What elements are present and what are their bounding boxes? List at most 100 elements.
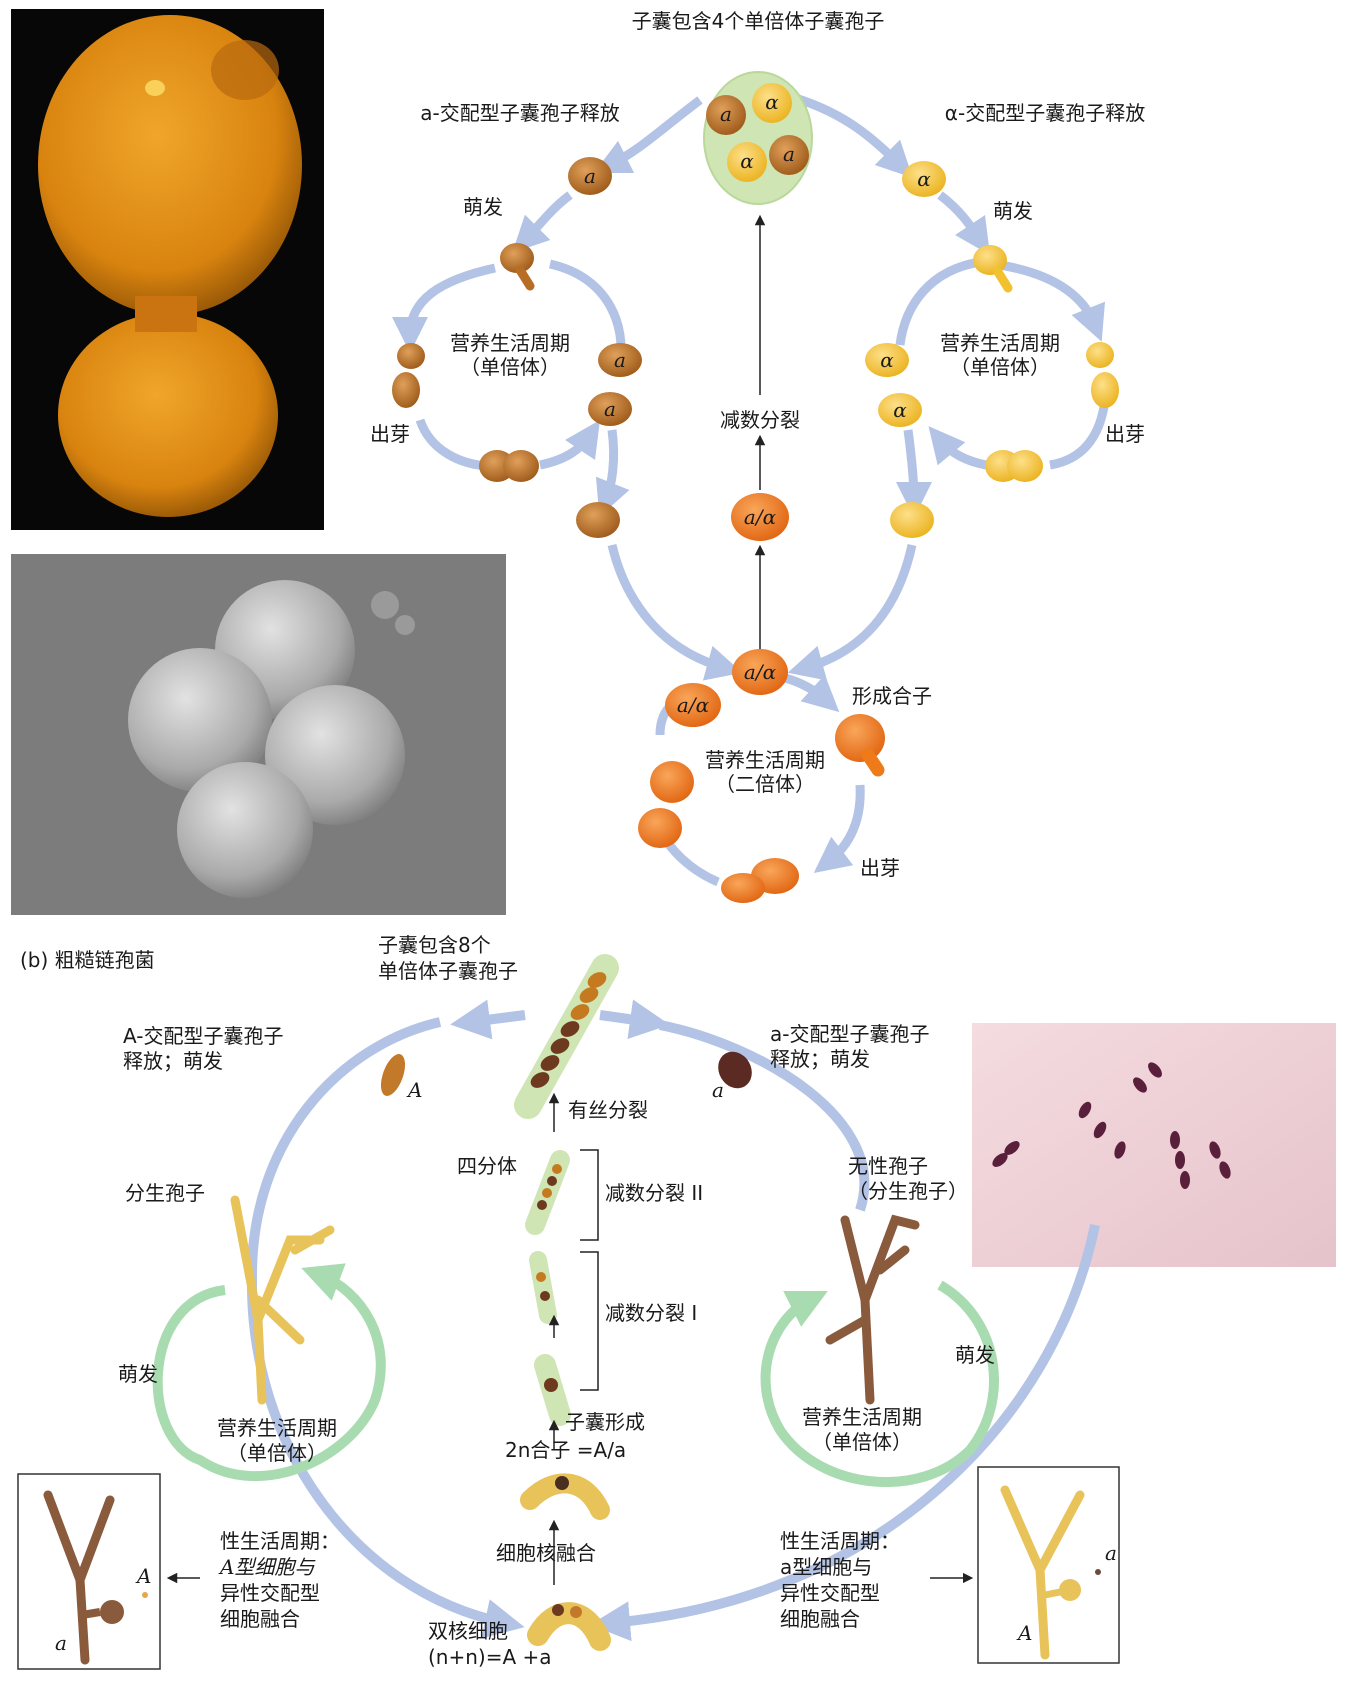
conidia-label-right: （分生孢子）: [848, 1179, 968, 1203]
panel-b-title: (b) 粗糙链孢菌: [20, 948, 155, 972]
alpha-loop-top-left: [895, 257, 981, 346]
a-loop-top-left: [392, 263, 496, 353]
spore-A: [380, 1054, 406, 1096]
ascus-spore-label: a: [720, 102, 732, 126]
ascus-spore-label: α: [765, 90, 779, 114]
cell-label: a: [614, 348, 626, 372]
mitosis-label: 有丝分裂: [568, 1098, 648, 1122]
nuclear-fusion-label: 细胞核融合: [496, 1541, 596, 1565]
a-cells: a a a: [392, 157, 642, 538]
outer-cycle-right-top: [659, 1020, 870, 1212]
diploid-loop-top: [783, 673, 840, 713]
meiosis1-bracket: [580, 1251, 599, 1391]
vegetative-cycle-left: [152, 1263, 386, 1481]
inset-right: A a: [977, 1466, 1120, 1664]
ascus-formation-stage: [534, 1354, 571, 1426]
A-release-label: 释放；萌发: [123, 1049, 223, 1073]
ascus-spore-label: α: [740, 149, 754, 173]
budding-label-diploid: 出芽: [860, 856, 900, 880]
sexual-cycle-label-right: 性生活周期：: [780, 1529, 900, 1553]
germinate-label-left: 萌发: [463, 195, 503, 219]
sexual-cycle-label-left: 异性交配型: [220, 1581, 320, 1605]
vegetative-cycle-label-left: 营养生活周期: [217, 1416, 337, 1440]
sexual-cycle-label-left: A型细胞与: [218, 1555, 316, 1579]
inset-left-small-label: A: [135, 1564, 151, 1588]
meiosis1-stage: [529, 1251, 557, 1324]
cell-label: α: [917, 167, 931, 191]
meiosis2-bracket: [580, 1149, 599, 1241]
zygote-stage: [520, 1473, 610, 1520]
neurospora-life-cycle: (b) 粗糙链孢菌: [17, 933, 1120, 1670]
germinate-label-left: 萌发: [118, 1362, 158, 1386]
yellow-hypha-left: [230, 1195, 335, 1405]
diploid-cells: a/α a/α a/α: [638, 493, 885, 903]
alpha-loop-bottom-right: [1049, 399, 1110, 470]
tetrad-label: 四分体: [457, 1154, 517, 1178]
a-loop-bottom-left: [415, 418, 491, 471]
sexual-cycle-label-left: 性生活周期：: [220, 1529, 340, 1553]
dikaryon-stage: [527, 1602, 611, 1651]
budding-label-left: 出芽: [370, 422, 410, 446]
ascus-title: 子囊包含4个单倍体子囊孢子: [632, 9, 885, 33]
alpha-cells: α α α: [865, 161, 1119, 538]
arrow-alpha-to-zygote: [787, 544, 917, 681]
haploid-cycle-label-right: 营养生活周期: [940, 331, 1060, 355]
vegetative-cycle-label-right: （单倍体）: [812, 1430, 912, 1454]
zygote-label: 2n合子 =A/a: [505, 1438, 626, 1462]
spore-a: [718, 1051, 752, 1089]
dikaryon-label: (n+n)=A +a: [428, 1645, 552, 1669]
arrow-alpha-germinate: [937, 191, 990, 255]
vegetative-cycle-label-left: （单倍体）: [227, 1441, 327, 1465]
yeast-life-cycle: a α α a a a a α: [370, 9, 1145, 903]
vegetative-cycle-right: [760, 1280, 999, 1488]
meiosis1-label: 减数分裂 I: [605, 1301, 697, 1325]
outer-cycle-right: [590, 1223, 1100, 1642]
germinate-label-right: 萌发: [993, 199, 1033, 223]
arrow-to-A-spore: [450, 999, 526, 1040]
ascus-eight-spores: [514, 954, 619, 1119]
haploid-cycle-label-left: （单倍体）: [460, 355, 560, 379]
arrow-ascus-to-a: [593, 96, 703, 174]
conidia-label-left: 分生孢子: [125, 1181, 205, 1205]
sexual-cycle-label-left: 细胞融合: [220, 1607, 300, 1631]
a-release-label: a-交配型子囊孢子: [770, 1022, 929, 1046]
arrow-a-to-zygote: [607, 543, 743, 681]
haploid-cycle-label-right: （单倍体）: [950, 355, 1050, 379]
cell-label: a: [584, 164, 596, 188]
inset-left-big-label: a: [55, 1631, 67, 1655]
sexual-cycle-label-right: a型细胞与: [780, 1555, 872, 1579]
alpha-release-label: α-交配型子囊孢子释放: [945, 101, 1145, 125]
spore-a-label: a: [712, 1078, 724, 1102]
alpha-loop-bottom-left: [928, 426, 993, 471]
cell-label: α: [880, 348, 894, 372]
ascus-spore-label: a: [783, 142, 795, 166]
inset-right-big-label: A: [1016, 1621, 1032, 1645]
diploid-cycle-label: （二倍体）: [715, 772, 815, 796]
meiosis2-label: 减数分裂 II: [605, 1181, 703, 1205]
A-release-label: A-交配型子囊孢子: [123, 1024, 283, 1048]
neurospora-ascus-photo: [972, 1023, 1336, 1267]
diploid-cycle-label: 营养生活周期: [705, 748, 825, 772]
yeast-sem-photo: [11, 554, 506, 915]
alpha-loop-top-right: [999, 260, 1106, 342]
haploid-cycle-label-left: 营养生活周期: [450, 331, 570, 355]
zygote-formation-label: 形成合子: [852, 684, 932, 708]
budding-label-right: 出芽: [1105, 422, 1145, 446]
inset-right-small-label: a: [1105, 1541, 1117, 1565]
a-loop-bottom-right: [539, 420, 600, 470]
tetrad-stage: [525, 1150, 570, 1235]
cell-label: a: [604, 397, 616, 421]
yeast-micrograph-photo: [11, 9, 324, 530]
a-exit-arrow: [595, 429, 630, 517]
conidia-label-right: 无性孢子: [848, 1154, 928, 1178]
brown-hypha-right: [825, 1214, 920, 1405]
a-release-label: a-交配型子囊孢子释放: [420, 101, 619, 125]
yeast-ascus: a α α a: [703, 71, 813, 205]
alpha-exit-arrow: [895, 429, 932, 518]
dikaryon-label: 双核细胞: [428, 1619, 508, 1643]
germinate-label-right: 萌发: [955, 1343, 995, 1367]
a-release-label: 释放；萌发: [770, 1047, 870, 1071]
diploid-loop-right: [813, 784, 865, 874]
cell-label: a/α: [677, 693, 710, 717]
